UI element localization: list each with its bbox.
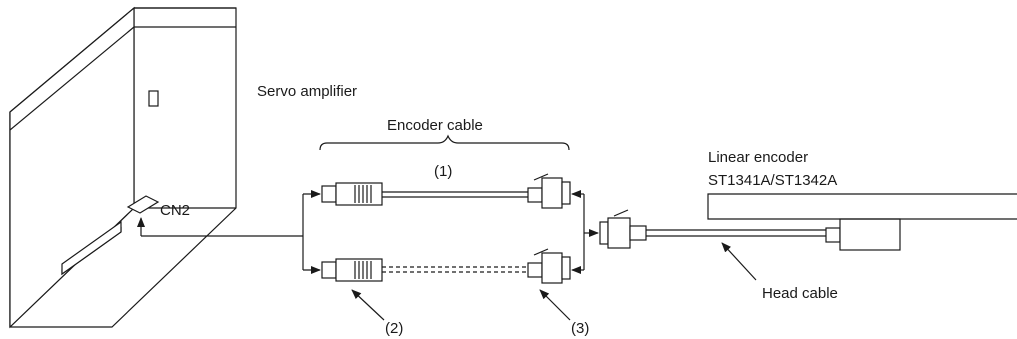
encoder-cable-label: Encoder cable (387, 117, 483, 134)
item-3-label: (3) (571, 320, 589, 337)
servo-amplifier (9, 6, 237, 329)
head-cable (599, 209, 901, 251)
item-2-pointer (351, 289, 385, 321)
linear-encoder-scale (707, 193, 1017, 220)
cn2-connector (126, 195, 160, 214)
right-branch (571, 190, 599, 274)
item-1-label: (1) (434, 163, 452, 180)
encoder-cable-bracket (319, 134, 570, 151)
encoder-model-label: ST1341A/ST1342A (708, 172, 837, 189)
cn2-link (137, 217, 303, 237)
encoder-cable-2-3 (321, 248, 571, 284)
cn2-label: CN2 (160, 202, 190, 219)
item-3-pointer (539, 289, 571, 321)
encoder-cable-1 (321, 173, 571, 209)
left-branch (302, 190, 321, 274)
servo-amplifier-label: Servo amplifier (257, 83, 357, 100)
item-2-label: (2) (385, 320, 403, 337)
linear-encoder-label: Linear encoder (708, 149, 808, 166)
head-cable-pointer (721, 242, 757, 281)
head-cable-label: Head cable (762, 285, 838, 302)
indicator-window (148, 90, 159, 107)
